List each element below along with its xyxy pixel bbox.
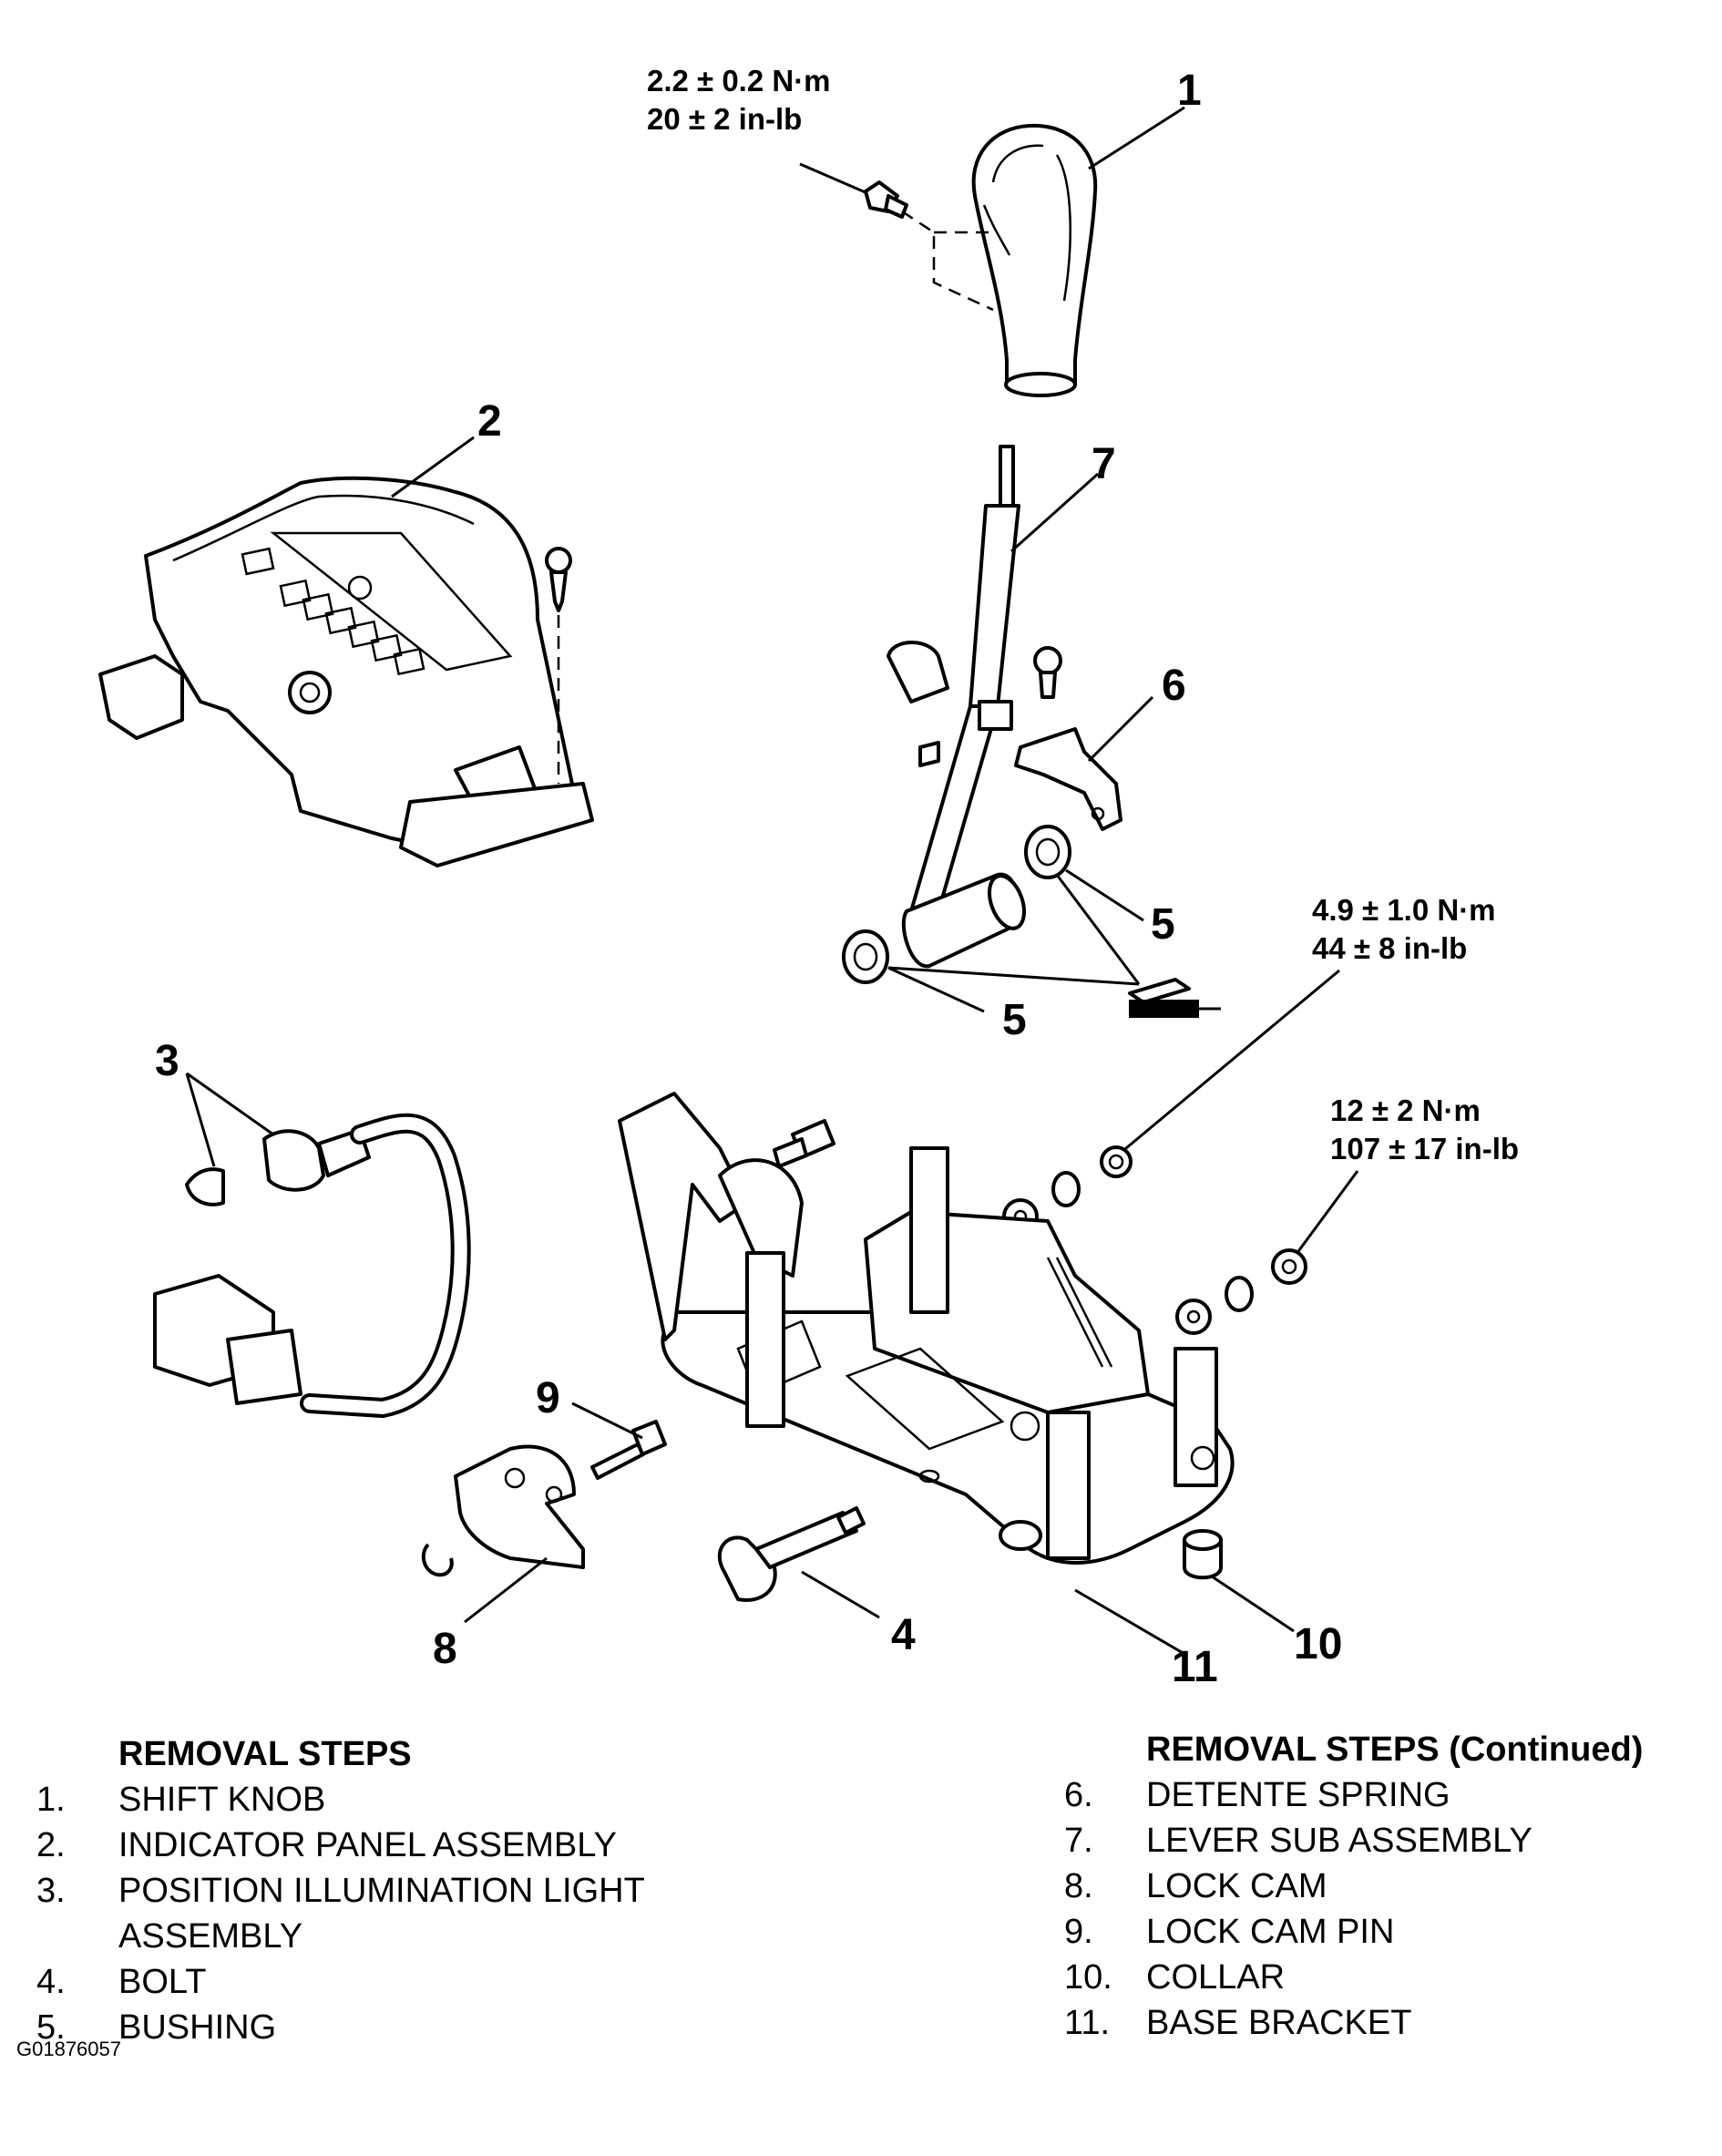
removal-steps-list: REMOVAL STEPS 1. SHIFT KNOB 2. INDICATOR… [36,1731,784,2050]
position-illumination-light-assembly [153,1113,471,1419]
step-number: 1. [36,1781,66,1819]
step-number: 9. [1064,1913,1093,1951]
figure-code: G01876057 [16,2038,121,2060]
list-item: 5. BUSHING [36,2005,784,2050]
removal-steps-continued-list: REMOVAL STEPS (Continued) 6. DETENTE SPR… [1064,1727,1720,2046]
list-item: 3. POSITION ILLUMINATION LIGHT [36,1868,784,1914]
knob-screw-torque-imperial: 20 ± 2 in-lb [647,102,802,136]
bushing-lower [842,929,889,984]
callout-11: 11 [1172,1643,1218,1691]
callout-5-lower: 5 [1002,996,1027,1044]
step-number: 2. [36,1826,66,1864]
exploded-view-diagram: 2.2 ± 0.2 N·m 20 ± 2 in-lb 1 2 [98,64,1519,1691]
step-number: 7. [1064,1822,1093,1860]
removal-steps-header: REMOVAL STEPS [118,1735,412,1773]
step-number: 8. [1064,1867,1093,1905]
shift-knob [971,123,1098,397]
callout-9: 9 [536,1374,560,1422]
list-item: 8. LOCK CAM [1064,1863,1720,1909]
step-label: LOCK CAM [1146,1867,1327,1905]
step-label: LOCK CAM PIN [1146,1913,1395,1951]
callout-10: 10 [1294,1620,1342,1668]
list-item: 4. BOLT [36,1959,784,2005]
callout-1: 1 [1177,67,1202,115]
step-label: LEVER SUB ASSEMBLY [1146,1822,1532,1860]
step-number: 10. [1064,1958,1112,1997]
detente-spring [1014,727,1122,831]
lower-nut-torque-imperial: 107 ± 17 in-lb [1330,1132,1519,1165]
callout-8: 8 [433,1625,457,1673]
grease-icon [1128,978,1221,1018]
base-bracket [618,1092,1235,1565]
list-item: 10. COLLAR [1064,1955,1720,2000]
knob-screw-torque-metric: 2.2 ± 0.2 N·m [647,64,831,98]
removal-steps-continued-header: REMOVAL STEPS (Continued) [1146,1730,1644,1769]
callout-7: 7 [1092,440,1116,488]
list-item: 11. BASE BRACKET [1064,2000,1720,2046]
step-label: BUSHING [118,2008,277,2047]
list-item: 7. LEVER SUB ASSEMBLY [1064,1818,1720,1863]
callout-2: 2 [477,397,502,446]
step-number: 11. [1064,2004,1111,2042]
step-label-continued: ASSEMBLY [118,1917,303,1956]
step-number: 3. [36,1872,66,1910]
spring-bolt [1033,646,1062,699]
base-bolt-top [773,1119,835,1168]
step-label: DETENTE SPRING [1146,1776,1450,1814]
lock-cam-pin [590,1420,667,1480]
step-label: BASE BRACKET [1146,2004,1412,2042]
upper-nut-torque-imperial: 44 ± 8 in-lb [1312,931,1467,965]
collar [1183,1529,1223,1580]
bolt [717,1506,866,1602]
list-item: 9. LOCK CAM PIN [1064,1909,1720,1955]
list-item: 1. SHIFT KNOB [36,1777,784,1822]
list-item: 6. DETENTE SPRING [1064,1772,1720,1818]
step-label: INDICATOR PANEL ASSEMBLY [118,1826,617,1864]
callout-6: 6 [1162,662,1186,710]
step-label: POSITION ILLUMINATION LIGHT [118,1872,645,1910]
step-label: SHIFT KNOB [118,1781,326,1819]
lower-nut-torque-metric: 12 ± 2 N·m [1330,1093,1481,1127]
knob-screw [864,180,908,219]
list-item: 2. INDICATOR PANEL ASSEMBLY [36,1822,784,1868]
lever-sub-assembly [887,445,1026,969]
bushing-upper [1024,825,1071,879]
step-label: COLLAR [1146,1958,1286,1997]
upper-nut-torque-metric: 4.9 ± 1.0 N·m [1312,893,1496,927]
step-number: 5. [36,2008,66,2047]
callout-5-upper: 5 [1151,900,1175,949]
step-number: 6. [1064,1776,1093,1814]
panel-screw [545,547,572,612]
lower-nut-washers [1175,1248,1307,1335]
callout-3: 3 [155,1037,179,1085]
step-label: BOLT [118,1963,207,2001]
lock-cam [421,1444,585,1577]
callout-4: 4 [891,1611,916,1659]
step-number: 4. [36,1963,66,2001]
indicator-panel-assembly [98,476,594,868]
